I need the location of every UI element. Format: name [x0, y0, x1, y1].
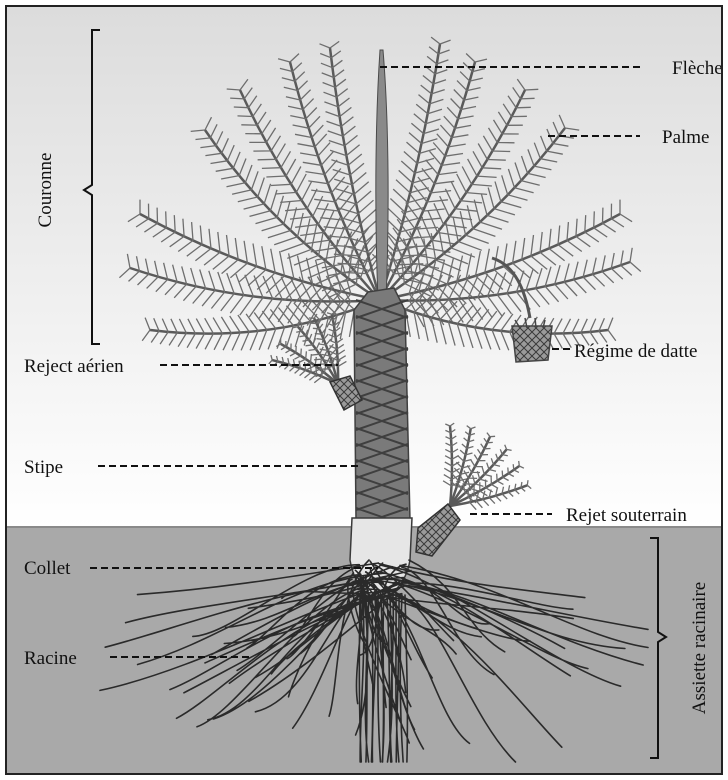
label-couronne: Couronne [35, 153, 56, 228]
label-regime: Régime de datte [574, 341, 697, 362]
label-reject-souterrain: Rejet souterrain [566, 505, 687, 526]
label-stipe: Stipe [24, 457, 63, 478]
label-palme: Palme [662, 127, 710, 148]
label-collet: Collet [24, 558, 71, 579]
trunk [354, 288, 410, 526]
label-fleche: Flèche [672, 58, 723, 79]
label-reject-aerien: Reject aérien [24, 356, 124, 377]
label-racine: Racine [24, 648, 77, 669]
label-assiette: Assiette racinaire [689, 582, 710, 714]
